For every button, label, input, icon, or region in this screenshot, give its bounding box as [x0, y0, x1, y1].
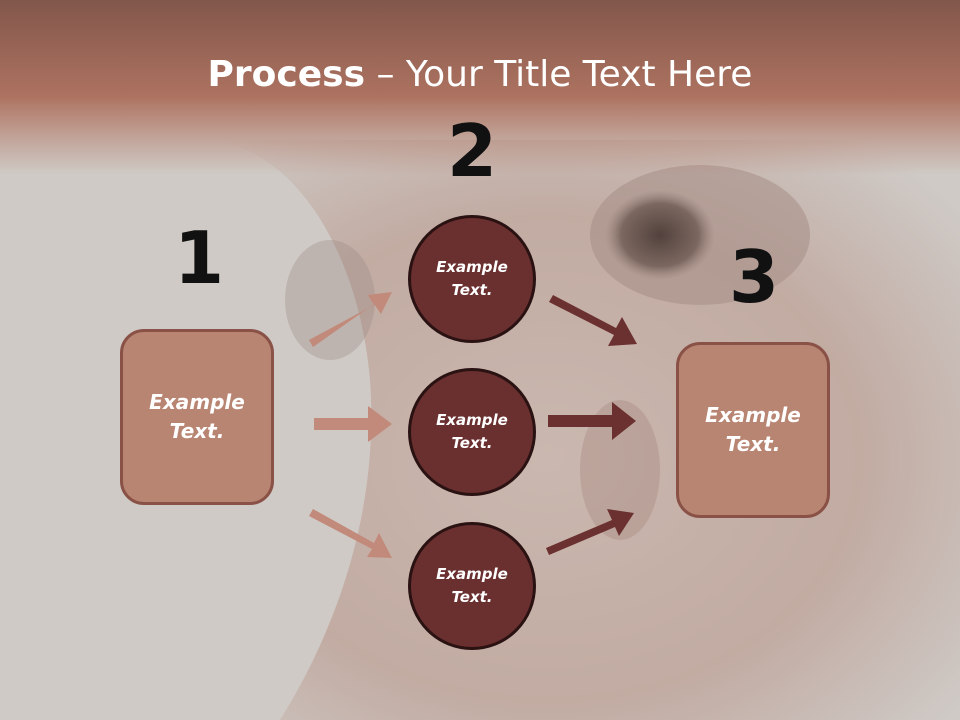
step-number-3: 3: [728, 235, 780, 319]
step-1-box-line2: Text.: [169, 419, 225, 443]
step-3-box-line1: Example: [705, 403, 801, 427]
arrow-1-to-2-bottom: [309, 509, 392, 558]
step-2-circle-bottom: Example Text.: [408, 522, 536, 650]
circle-top-line1: Example: [436, 258, 508, 276]
step-2-circle-middle: Example Text.: [408, 368, 536, 496]
circle-bottom-line2: Text.: [451, 588, 493, 606]
title-rest: – Your Title Text Here: [365, 54, 753, 95]
step-1-box: Example Text.: [120, 329, 274, 505]
step-1-box-line1: Example: [149, 390, 245, 414]
circle-bottom-line1: Example: [436, 565, 508, 583]
circle-top-line2: Text.: [451, 281, 493, 299]
slide-title: Process – Your Title Text Here: [0, 52, 960, 98]
circle-middle-line2: Text.: [451, 434, 493, 452]
circle-middle-line1: Example: [436, 411, 508, 429]
title-bold: Process: [207, 54, 366, 95]
step-number-2: 2: [446, 109, 498, 193]
arrow-2-to-3-top: [549, 295, 637, 346]
arrow-1-to-2-middle: [314, 406, 392, 442]
arrow-2-to-3-bottom: [546, 509, 634, 555]
step-2-circle-top: Example Text.: [408, 215, 536, 343]
step-3-box: Example Text.: [676, 342, 830, 518]
arrow-2-to-3-middle: [548, 402, 636, 440]
step-number-1: 1: [173, 216, 225, 300]
step-3-box-line2: Text.: [725, 432, 781, 456]
arrow-1-to-2-top: [309, 292, 392, 347]
